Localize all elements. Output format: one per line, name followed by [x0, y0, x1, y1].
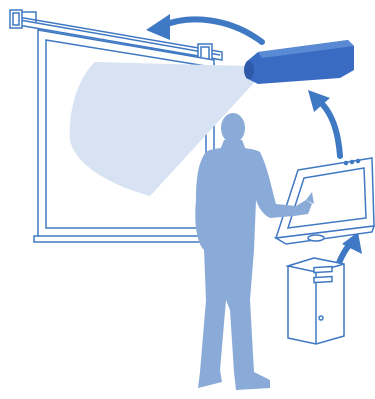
arrow-to-projector-icon [308, 90, 340, 156]
presenter-silhouette-icon [195, 113, 314, 390]
arrow-to-screen-icon [146, 14, 262, 42]
pen-tablet-icon [276, 158, 374, 244]
projector-icon [244, 40, 354, 84]
desktop-tower-icon [288, 258, 344, 344]
